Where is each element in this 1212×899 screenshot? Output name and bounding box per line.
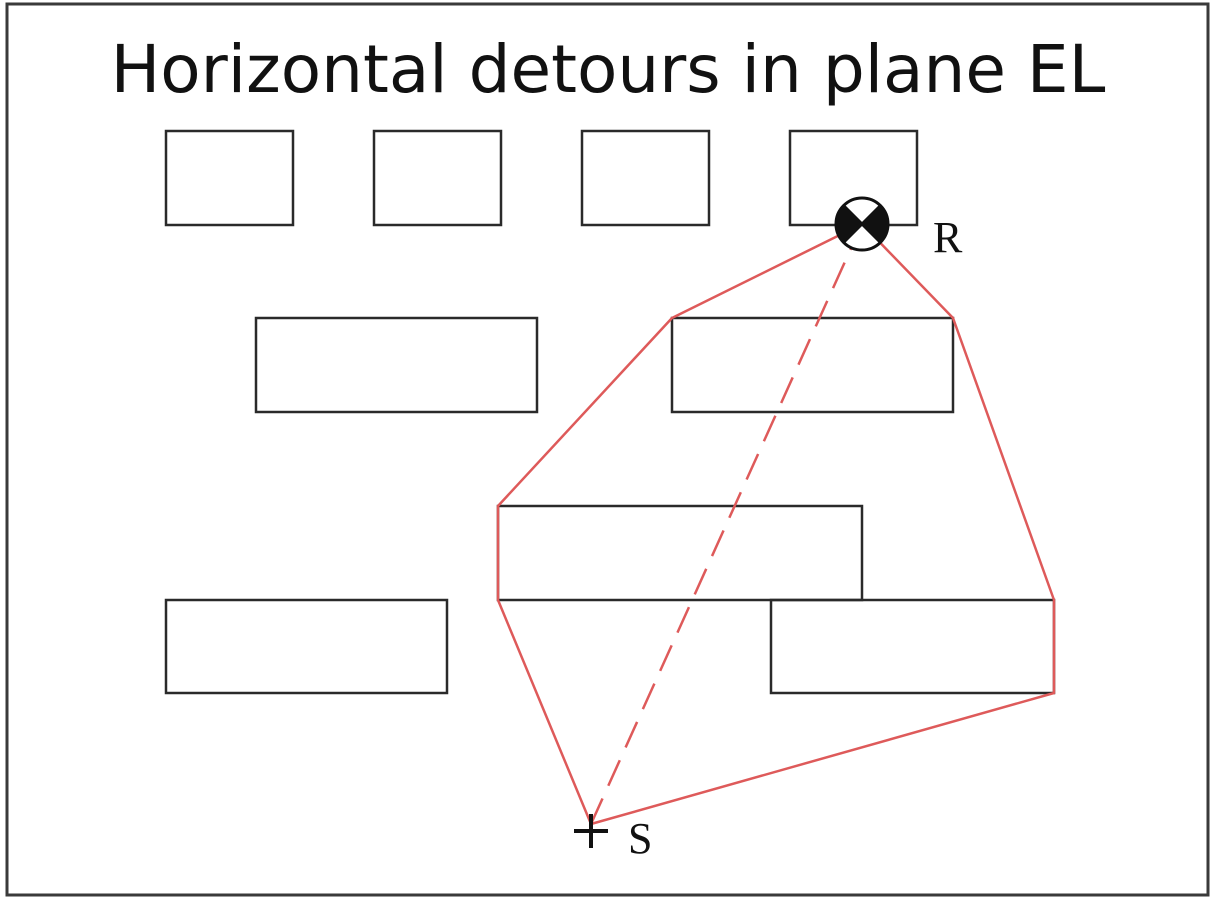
building-row4-left xyxy=(164,598,449,695)
receiver-label: R xyxy=(933,213,963,262)
building-row2-right xyxy=(670,316,955,414)
receiver-crossed-circle-icon xyxy=(834,196,890,252)
building-row1-2 xyxy=(372,129,503,227)
building-row1-1 xyxy=(164,129,295,227)
diagram-border xyxy=(5,2,1210,897)
diagram-title: Horizontal detours in plane EL xyxy=(111,31,1106,108)
detour-path-right xyxy=(590,223,1056,826)
direct-path xyxy=(589,223,864,825)
detour-path-left xyxy=(496,222,863,825)
source-label: S xyxy=(628,814,652,863)
building-row1-3 xyxy=(580,129,711,227)
building-row2-left xyxy=(254,316,539,414)
source-plus-icon xyxy=(574,814,608,848)
